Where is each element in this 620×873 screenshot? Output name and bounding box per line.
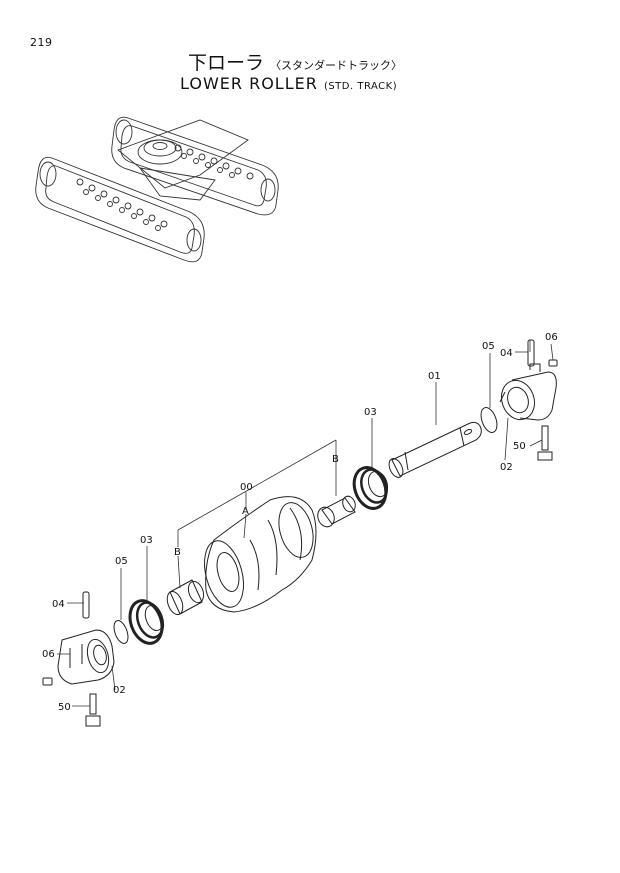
part-collar-left [57,629,115,685]
callout-05-right: 05 [482,341,495,352]
part-o-ring-left [113,620,129,644]
part-pin-right [527,339,535,367]
callout-50-right: 50 [513,441,526,452]
callout-04-right: 04 [500,348,513,359]
part-o-ring-right [480,407,498,433]
page-number: 219 [30,36,53,49]
callout-06-right: 06 [545,332,558,343]
part-plug-left [42,677,53,686]
part-roller-body [204,496,317,613]
part-shaft [388,421,482,478]
callout-b-left: B [174,547,181,558]
part-bolt-right [537,425,553,461]
callout-01: 01 [428,371,441,382]
track-roller-row-front [76,178,168,231]
part-bolt-left [85,693,101,727]
part-collar-right [499,363,557,421]
leader-lines [57,340,554,707]
part-bushing-right [317,495,356,528]
track-roller-row-rear [174,144,254,180]
callout-05-left: 05 [115,556,128,567]
part-bushing-left [166,579,205,616]
callout-labels: 01 05 04 06 50 02 03 B 00 A B 03 05 04 0… [42,332,558,713]
page-title-japanese: 下ローラ 〈スタンダードトラック〉 [188,48,402,75]
part-floating-seal-right [352,466,389,510]
title-en-subtitle: (STD. TRACK) [323,81,398,92]
callout-04-left: 04 [52,599,65,610]
part-pin-left [82,591,90,619]
title-en-main: LOWER ROLLER [180,74,318,93]
title-jp-main: 下ローラ [188,52,265,74]
callout-00: 00 [240,482,253,493]
callout-02-left: 02 [113,685,126,696]
page-title-english: LOWER ROLLER (STD. TRACK) [180,74,397,93]
part-plug-right [548,359,558,367]
callout-03-right: 03 [364,407,377,418]
part-floating-seal-left [128,599,165,645]
callout-50-left: 50 [58,702,71,713]
callout-02-right: 02 [500,462,513,473]
undercarriage-overview-illustration [35,116,279,263]
title-jp-subtitle: 〈スタンダードトラック〉 [270,59,403,72]
callout-03-left: 03 [140,535,153,546]
callout-b-right: B [332,454,339,465]
callout-06-left: 06 [42,649,55,660]
callout-a: A [242,506,249,517]
